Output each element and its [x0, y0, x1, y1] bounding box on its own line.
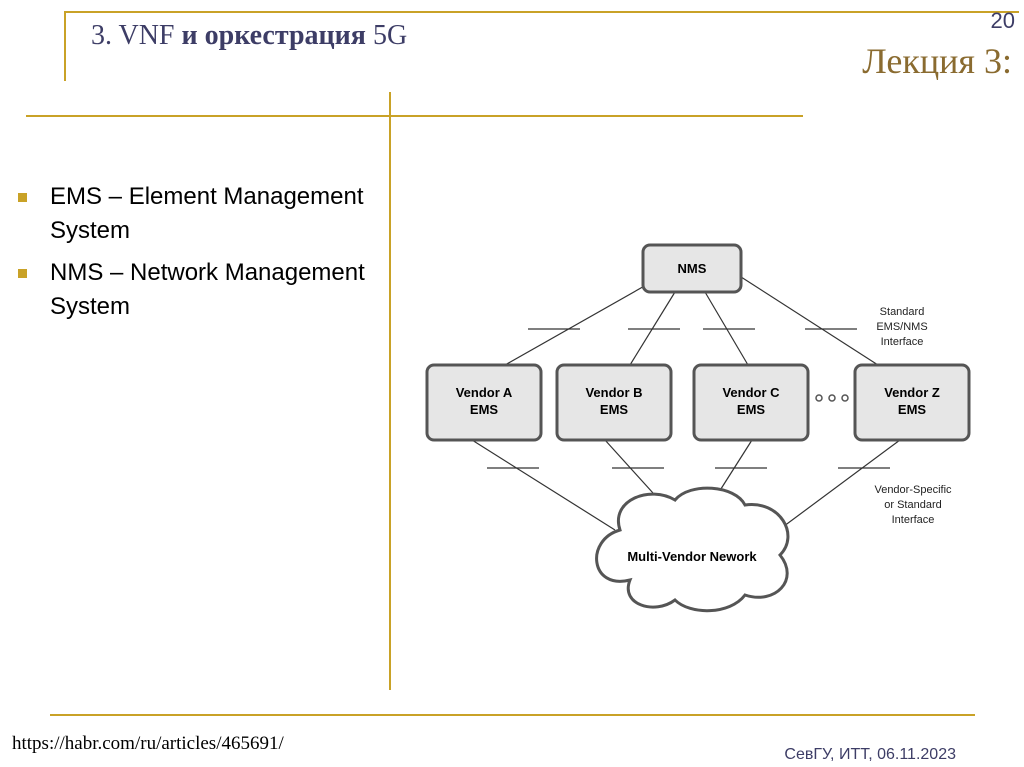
ems-box — [555, 363, 673, 442]
ems-node-b: Vendor B EMS — [555, 363, 673, 442]
net-link-a — [471, 439, 616, 531]
vendor-interface-label: Vendor-Specific or Standard Interface — [874, 484, 952, 526]
ems-label-line2: EMS — [470, 402, 499, 417]
side-label-line: or Standard — [884, 499, 941, 511]
nms-box — [641, 243, 743, 294]
dot-icon — [828, 394, 836, 402]
ems-label-line1: Vendor C — [722, 385, 780, 400]
nms-link-z — [737, 274, 879, 366]
slide-title: 3. VNF и оркестрация 5G — [91, 20, 407, 52]
network-label: Multi-Vendor Nework — [627, 549, 757, 564]
title-suffix: 5G — [365, 20, 408, 51]
ems-box — [425, 363, 543, 442]
bottom-rule — [50, 714, 975, 716]
net-link-z — [771, 439, 901, 536]
title-bold: и оркестрация — [181, 20, 366, 51]
ems-node-c: Vendor C EMS — [692, 363, 810, 442]
bullet-item-nms: NMS – Network Management System — [18, 256, 378, 324]
bullet-item-ems: EMS – Element Management System — [18, 180, 378, 248]
bullet-list: EMS – Element Management System NMS – Ne… — [18, 180, 378, 332]
title-prefix: 3. VNF — [91, 20, 182, 51]
vertical-divider — [389, 92, 391, 690]
ems-node-a: Vendor A EMS — [425, 363, 543, 442]
side-label-line: Standard — [880, 306, 925, 318]
ems-label-line1: Vendor Z — [884, 385, 940, 400]
ellipsis-dots — [815, 394, 849, 402]
page-number: 20 — [990, 8, 1015, 33]
source-link[interactable]: https://habr.com/ru/articles/465691/ — [12, 733, 284, 754]
ems-label-line2: EMS — [898, 402, 927, 417]
connector-lines — [471, 274, 901, 536]
network-cloud: Multi-Vendor Nework — [595, 486, 790, 613]
footer-credit: СевГУ, ИТТ, 06.11.2023 — [784, 746, 956, 763]
lecture-label: Лекция 3: — [862, 41, 1012, 81]
bullet-text: NMS – Network Management System — [50, 259, 365, 320]
standard-interface-label: Standard EMS/NMS Interface — [876, 306, 927, 348]
ems-label-line1: Vendor A — [456, 385, 513, 400]
ems-label-line2: EMS — [600, 402, 629, 417]
nms-label: NMS — [678, 261, 707, 276]
bullet-square-icon — [18, 193, 27, 202]
dot-icon — [841, 394, 849, 402]
side-label-line: EMS/NMS — [876, 321, 927, 333]
title-underline — [26, 115, 803, 117]
ems-box — [692, 363, 810, 442]
dot-icon — [815, 394, 823, 402]
nms-link-a — [504, 279, 656, 366]
ems-label-line2: EMS — [737, 402, 766, 417]
bullet-text: EMS – Element Management System — [50, 183, 364, 244]
ems-box — [853, 363, 971, 442]
ems-node-z: Vendor Z EMS — [853, 363, 971, 442]
cloud-shape-icon — [595, 486, 790, 613]
nms-node: NMS — [641, 243, 743, 294]
net-link-b — [604, 439, 654, 494]
ems-label-line1: Vendor B — [585, 385, 642, 400]
side-label-line: Interface — [892, 514, 935, 526]
top-rule — [64, 11, 1019, 13]
side-label-line: Vendor-Specific — [874, 484, 952, 496]
side-label-line: Interface — [881, 336, 924, 348]
top-left-rule — [64, 11, 66, 81]
bullet-square-icon — [18, 269, 27, 278]
